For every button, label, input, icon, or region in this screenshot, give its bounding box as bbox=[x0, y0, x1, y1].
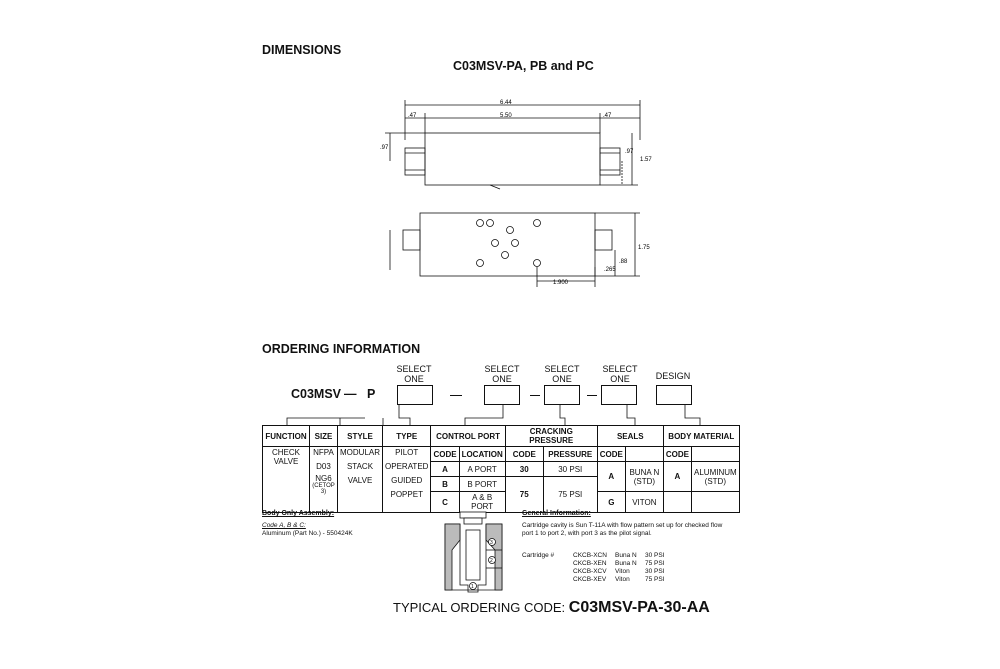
header-control-port: CONTROL PORT bbox=[430, 425, 506, 447]
ordering-heading: ORDERING INFORMATION bbox=[262, 342, 421, 356]
control-code-a: A bbox=[430, 461, 460, 477]
cracking-code-75: 75 bbox=[504, 476, 544, 513]
dim-88-label: .88 bbox=[619, 259, 628, 265]
body-code-a: A bbox=[662, 461, 693, 492]
header-cracking-pressure: CRACKING PRESSURE bbox=[504, 425, 598, 447]
cartridge-table: CKCB-XCN Buna N 30 PSI CKCB-XEN Buna N 7… bbox=[573, 552, 669, 584]
style-cell: MODULAR STACK VALVE bbox=[336, 446, 384, 513]
size-cell: NFPA D03 NG6 (CETOP 3) bbox=[309, 446, 338, 513]
dimensions-heading: DIMENSIONS bbox=[262, 43, 342, 57]
select-one-label-4: SELECT ONE bbox=[602, 364, 638, 384]
seals-blank-header bbox=[624, 446, 664, 462]
dim-left-height-label: .97 bbox=[380, 145, 389, 151]
control-location-b: B PORT bbox=[458, 476, 506, 492]
header-seals: SEALS bbox=[596, 425, 664, 447]
dim-body-label: 5.50 bbox=[500, 113, 512, 119]
type-cell: PILOT OPERATED GUIDED POPPET bbox=[382, 446, 432, 513]
body-only-section: Body Only Assembly: Code A, B & C: Alumi… bbox=[262, 510, 353, 538]
cracking-pressure-30: 30 PSI bbox=[542, 461, 598, 477]
cavity-port-1: 1 bbox=[471, 584, 474, 590]
general-info-title: General Information: bbox=[522, 510, 591, 517]
ordering-table: FUNCTION SIZE STYLE TYPE CONTROL PORT CR… bbox=[262, 425, 740, 513]
select-box-4 bbox=[601, 385, 637, 405]
select-box-3 bbox=[544, 385, 580, 405]
function-cell: CHECK VALVE bbox=[262, 446, 310, 513]
control-location-a: A PORT bbox=[458, 461, 506, 477]
dim-right-label: .47 bbox=[603, 113, 612, 119]
cartridge-row: CKCB-XCV Viton 30 PSI bbox=[573, 568, 665, 575]
header-body-material: BODY MATERIAL bbox=[662, 425, 740, 447]
bottom-view-drawing: .88 .265 1.75 1.900 bbox=[389, 212, 650, 287]
model-p: P bbox=[367, 387, 376, 401]
control-location-header: LOCATION bbox=[458, 446, 506, 462]
design-box bbox=[656, 385, 692, 405]
cracking-pressure-header: PRESSURE bbox=[542, 446, 598, 462]
body-code-header: CODE bbox=[662, 446, 693, 462]
dim-total-label: 6.44 bbox=[500, 100, 512, 106]
typical-ordering-code: TYPICAL ORDERING CODE: C03MSV-PA-30-AA bbox=[393, 599, 710, 617]
cartridge-row: CKCB-XCN Buna N 30 PSI bbox=[573, 552, 665, 559]
body-blank-1 bbox=[662, 491, 693, 513]
dim-bottom-height-label: 1.75 bbox=[638, 245, 650, 251]
dash-2 bbox=[530, 395, 540, 396]
control-code-header: CODE bbox=[430, 446, 460, 462]
dim-height-label: 1.57 bbox=[640, 157, 652, 163]
cartridge-label: Cartridge # bbox=[522, 552, 555, 559]
seals-code-header: CODE bbox=[596, 446, 626, 462]
body-blank-2 bbox=[691, 491, 740, 513]
dim-1900-label: 1.900 bbox=[553, 280, 569, 286]
general-info-section: General Information: Cartridge cavity is… bbox=[522, 510, 722, 538]
model-dash: — bbox=[344, 387, 357, 401]
dim-left-label: .47 bbox=[408, 113, 417, 119]
select-one-label-1: SELECT ONE bbox=[396, 364, 432, 384]
typical-code-label: TYPICAL ORDERING CODE: bbox=[393, 600, 566, 615]
control-location-c: A & B PORT bbox=[458, 491, 506, 513]
seals-code-g: G bbox=[596, 491, 626, 513]
select-one-label-3: SELECT ONE bbox=[544, 364, 580, 384]
cartridge-row: CKCB-XEV Viton 75 PSI bbox=[573, 576, 665, 583]
body-only-codes: Code A, B & C: bbox=[262, 522, 306, 529]
dim-right-height-label: .97 bbox=[625, 149, 634, 155]
cavity-drawing: 3 2 1 bbox=[444, 511, 503, 593]
general-info-text-1: Cartridge cavity is Sun T-11A with flow … bbox=[522, 522, 723, 529]
body-only-aluminum: Aluminum (Part No.) - 550424K bbox=[262, 530, 353, 537]
header-type: TYPE bbox=[382, 425, 432, 447]
header-style: STYLE bbox=[336, 425, 384, 447]
dash-3 bbox=[587, 395, 597, 396]
cavity-port-3: 3 bbox=[490, 540, 493, 546]
control-code-c: C bbox=[430, 491, 460, 513]
typical-code-value: C03MSV-PA-30-AA bbox=[568, 599, 710, 616]
select-box-2 bbox=[484, 385, 520, 405]
cracking-code-header: CODE bbox=[504, 446, 544, 462]
design-label: DESIGN bbox=[655, 371, 691, 381]
model-code: C03MSV bbox=[291, 387, 342, 401]
leader-lines bbox=[286, 405, 701, 425]
header-function: FUNCTION bbox=[262, 425, 310, 447]
model-title: C03MSV-PA, PB and PC bbox=[453, 59, 594, 73]
top-view-drawing: 6.44 5.50 .47 .47 .97 .97 1.57 bbox=[380, 100, 652, 190]
cartridge-row: CKCB-XEN Buna N 75 PSI bbox=[573, 560, 665, 567]
header-size: SIZE bbox=[309, 425, 338, 447]
seals-name-buna: BUNA N (STD) bbox=[624, 461, 664, 492]
general-info-text-2: port 1 to port 2, with port 3 as the pil… bbox=[522, 530, 652, 537]
body-name-aluminum: ALUMINUM (STD) bbox=[691, 461, 740, 492]
dim-265-label: .265 bbox=[604, 267, 616, 273]
dash-1 bbox=[450, 395, 462, 396]
cavity-port-2: 2 bbox=[490, 558, 493, 564]
select-one-label-2: SELECT ONE bbox=[484, 364, 520, 384]
select-box-1 bbox=[397, 385, 433, 405]
cracking-code-30: 30 bbox=[504, 461, 544, 477]
body-blank-header bbox=[691, 446, 740, 462]
control-code-b: B bbox=[430, 476, 460, 492]
seals-code-a: A bbox=[596, 461, 626, 492]
body-only-title: Body Only Assembly: bbox=[262, 510, 335, 517]
cracking-pressure-75: 75 PSI bbox=[542, 476, 598, 513]
